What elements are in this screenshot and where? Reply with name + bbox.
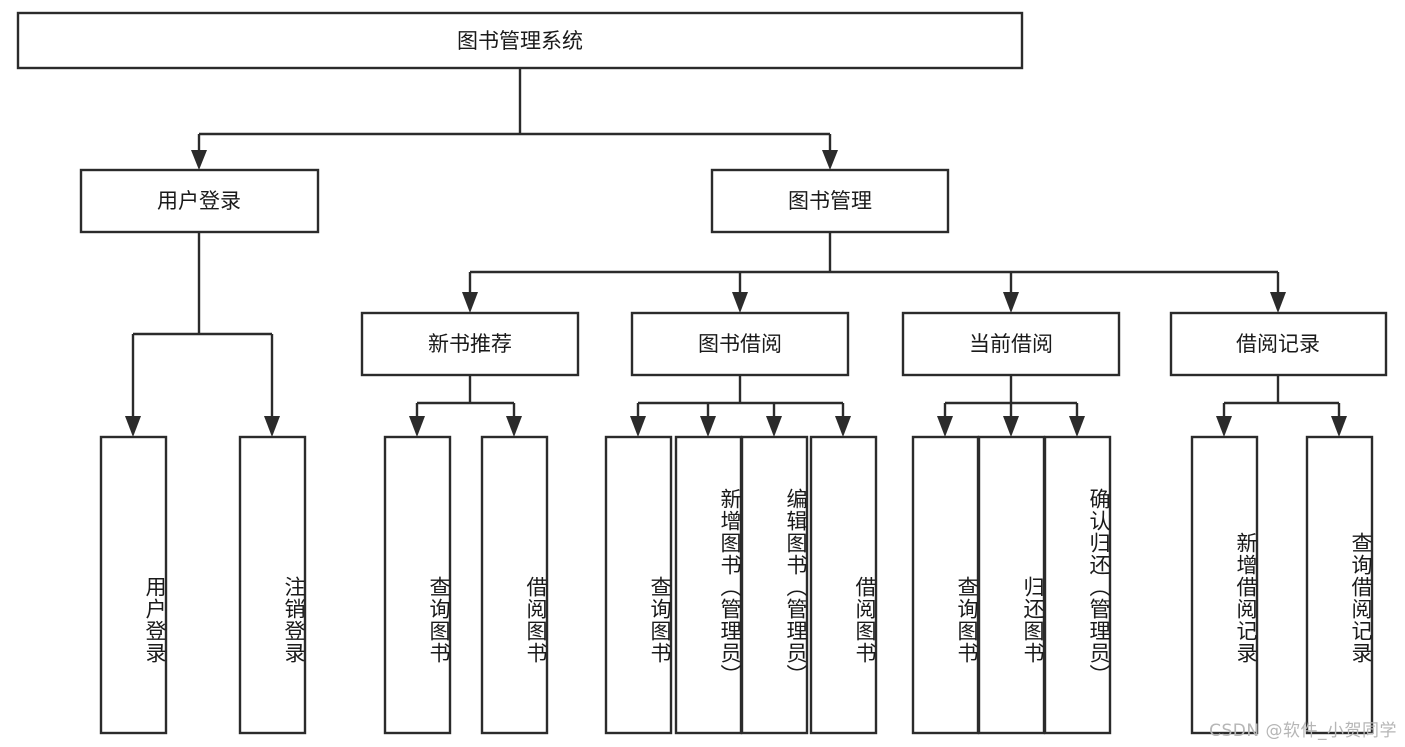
- arrow-head-leaf-logout-login: [264, 416, 280, 437]
- arrow-head-borrow-record: [1270, 292, 1286, 313]
- arrow-head-current-borrow: [1003, 292, 1019, 313]
- node-leaf-borrow-book-2[interactable]: [809, 435, 878, 735]
- node-book-manage-label: 图书管理: [788, 189, 872, 213]
- node-leaf-logout-login[interactable]: [238, 435, 307, 735]
- node-leaf-query-book-3[interactable]: [911, 435, 980, 735]
- arrow-head-leaf-add-book: [700, 416, 716, 437]
- node-root[interactable]: [16, 11, 1024, 70]
- node-user-login-label: 用户登录: [157, 189, 241, 213]
- node-leaf-edit-book[interactable]: [740, 435, 809, 735]
- node-borrow-record-label: 借阅记录: [1236, 332, 1320, 356]
- arrow-head-book-borrow: [732, 292, 748, 313]
- arrow-head-leaf-user-login: [125, 416, 141, 437]
- arrow-head-leaf-query-book-1: [409, 416, 425, 437]
- arrow-head-book-manage: [822, 150, 838, 170]
- arrow-head-leaf-query-book-2: [630, 416, 646, 437]
- node-current-borrow-label: 当前借阅: [969, 332, 1053, 356]
- node-new-book-recommend[interactable]: [360, 311, 580, 377]
- node-leaf-add-record[interactable]: [1190, 435, 1259, 735]
- node-book-borrow-label: 图书借阅: [698, 332, 782, 356]
- arrow-head-leaf-confirm-return: [1069, 416, 1085, 437]
- arrow-head-leaf-edit-book: [766, 416, 782, 437]
- node-layer: 图书管理系统 用户登录 图书管理 新书推荐 图书借阅 当前借阅 借阅记录: [16, 11, 1388, 735]
- watermark-text: CSDN @软件_小贺同学: [1209, 721, 1397, 741]
- node-current-borrow[interactable]: [901, 311, 1121, 377]
- node-leaf-user-login[interactable]: [99, 435, 168, 735]
- node-book-manage[interactable]: [710, 168, 950, 234]
- arrow-head-leaf-add-record: [1216, 416, 1232, 437]
- arrow-head-leaf-query-record: [1331, 416, 1347, 437]
- node-root-label: 图书管理系统: [457, 29, 583, 53]
- node-leaf-query-record[interactable]: [1305, 435, 1374, 735]
- node-leaf-confirm-return[interactable]: [1043, 435, 1112, 735]
- node-leaf-query-book-2[interactable]: [604, 435, 673, 735]
- arrow-head-leaf-query-book-3: [937, 416, 953, 437]
- node-user-login[interactable]: [79, 168, 320, 234]
- arrow-head-leaf-borrow-book-2: [835, 416, 851, 437]
- node-leaf-borrow-book-1[interactable]: [480, 435, 549, 735]
- arrow-head-user-login: [191, 150, 207, 170]
- node-leaf-return-book[interactable]: [977, 435, 1046, 735]
- node-book-borrow[interactable]: [630, 311, 850, 377]
- node-new-book-recommend-label: 新书推荐: [428, 332, 512, 356]
- arrow-head-leaf-borrow-book-1: [506, 416, 522, 437]
- node-leaf-add-book[interactable]: [674, 435, 743, 735]
- node-leaf-query-book-1[interactable]: [383, 435, 452, 735]
- node-borrow-record[interactable]: [1169, 311, 1388, 377]
- edge-layer: [125, 68, 1347, 437]
- arrow-head-leaf-return-book: [1003, 416, 1019, 437]
- arrow-head-new-book-recommend: [462, 292, 478, 313]
